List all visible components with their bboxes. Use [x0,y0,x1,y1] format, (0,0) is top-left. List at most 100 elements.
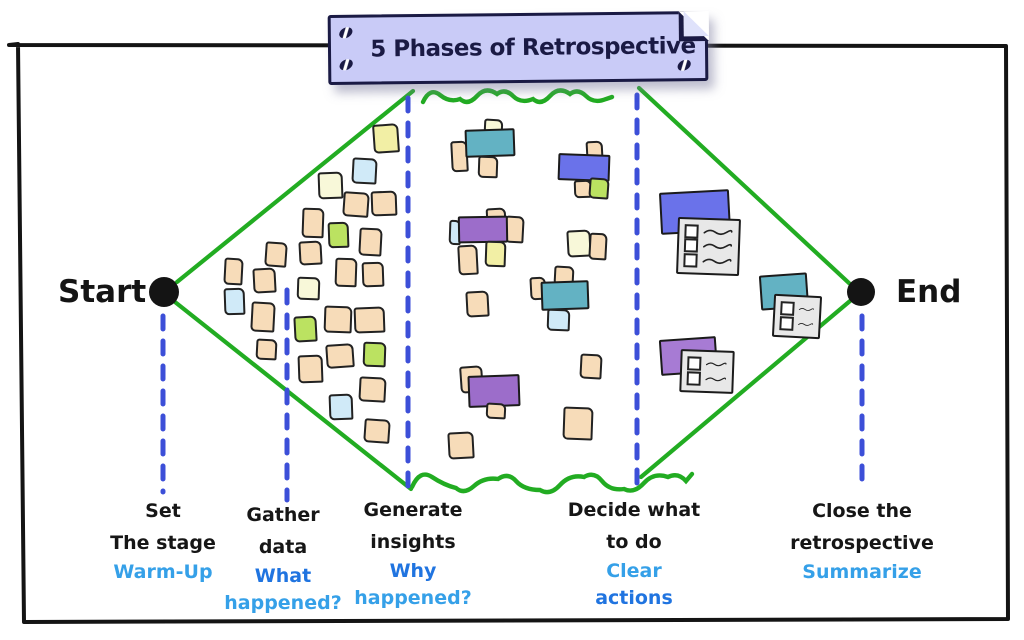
sticky-note [457,244,479,276]
sticky-note [296,276,321,301]
sticky-note [298,240,323,266]
phase-subtitle-line: Summarize [802,561,922,583]
sticky-note [297,354,324,384]
sticky-note [293,315,318,343]
checkbox-icon [683,238,699,254]
sticky-note [358,227,383,257]
phase-name-line: Set [145,500,181,522]
checkbox-icon [683,252,698,268]
sticky-note [370,190,398,217]
sticky-note [358,376,387,403]
checkbox-icon [686,371,701,386]
sticky-note [485,402,507,420]
phase-subtitle-line: happened? [224,592,342,614]
squiggle-top [420,88,615,105]
sticky-note [372,123,400,154]
phase-subtitle-line: actions [595,587,673,609]
sticky-note [317,171,344,200]
sticky-note [484,240,507,268]
sticky-note [334,257,358,288]
diagram-title: 5 Phases of Retrospective [370,33,696,63]
sticky-note [447,431,475,460]
sticky-note [579,353,603,380]
grouping-rect [464,128,516,158]
phase-label-generate-insights: Generate insights Why happened? [315,494,511,612]
phase-name-line: retrospective [790,532,934,554]
screw-icon [675,57,693,74]
scribble-line-icon [702,258,732,264]
phase-name-line: Decide what [567,499,701,521]
sticky-note [223,287,246,316]
checkbox-icon [779,315,794,331]
timeline-line-lower-left [172,299,414,492]
timeline-line-upper-left [174,88,416,285]
scribble-line-icon [705,362,727,367]
checkbox-icon [780,301,795,317]
phase-subtitle-line: What [254,565,312,587]
start-dot [149,277,179,307]
checklist-row [686,371,727,386]
phase-label-decide-what-to-do: Decide what to do Clear actions [536,494,732,612]
sticky-note [363,418,391,444]
sticky-note [362,341,387,368]
sticky-note [351,157,378,185]
sticky-note [301,207,325,239]
scribble-line-icon [702,244,733,250]
checklist-row [683,252,732,269]
sticky-note [477,155,499,179]
sticky-note [323,305,353,334]
phase-label-close-the-retrospective: Close the retrospective Summarize [764,495,960,586]
scribble-line-icon [703,229,733,236]
scribble-line-icon [798,308,814,312]
checkbox-icon [687,356,702,372]
phase-subtitle-line: Why [389,560,437,582]
phase-name-line: Generate [363,499,463,521]
sticky-note [252,267,277,294]
sticky-note [342,191,370,218]
sticky-note [250,301,276,333]
checklist-row [779,315,814,332]
phase-name-line: Gather [246,504,320,526]
start-label: Start [58,274,147,310]
sticky-note [353,306,386,334]
phase-name-line: data [258,536,308,558]
phase-label-gather-data: Gather data What happened? [185,499,381,617]
checkbox-icon [684,224,699,239]
phase-name-line: The stage [110,532,216,554]
sticky-note [562,406,594,441]
scribble-line-icon [798,322,814,326]
action-card [771,293,823,340]
outer-frame [7,42,1010,624]
sticky-note [223,257,244,286]
sticky-note [465,290,490,318]
checklist-row [683,238,733,255]
end-label: End [896,274,962,310]
phase-name-line: Close the [812,500,912,522]
checklist-row [684,224,733,240]
grouping-rect [540,280,590,311]
sticky-note [546,308,571,332]
sticky-note [361,261,385,288]
sticky-note [325,343,355,369]
grouping-rect [457,215,509,244]
phase-name-line: to do [606,531,662,553]
action-card [679,349,735,394]
phase-subtitle-line: happened? [354,587,472,609]
scribble-line-icon [705,377,727,382]
sticky-note [588,232,608,261]
sticky-note [327,221,350,249]
checklist-row [687,356,727,372]
timeline-line-upper-right [636,85,853,287]
sticky-note [588,177,610,200]
squiggle-bottom [409,471,695,495]
checklist-row [780,301,815,317]
sticky-note [328,393,354,421]
action-card [676,216,741,277]
phase-name-line: insights [370,531,456,553]
end-dot [847,278,875,306]
sticky-note [255,338,278,361]
phase-label-set-the-stage: Set The stage Warm-Up [65,495,261,586]
phase-subtitle-line: Warm-Up [113,561,213,583]
